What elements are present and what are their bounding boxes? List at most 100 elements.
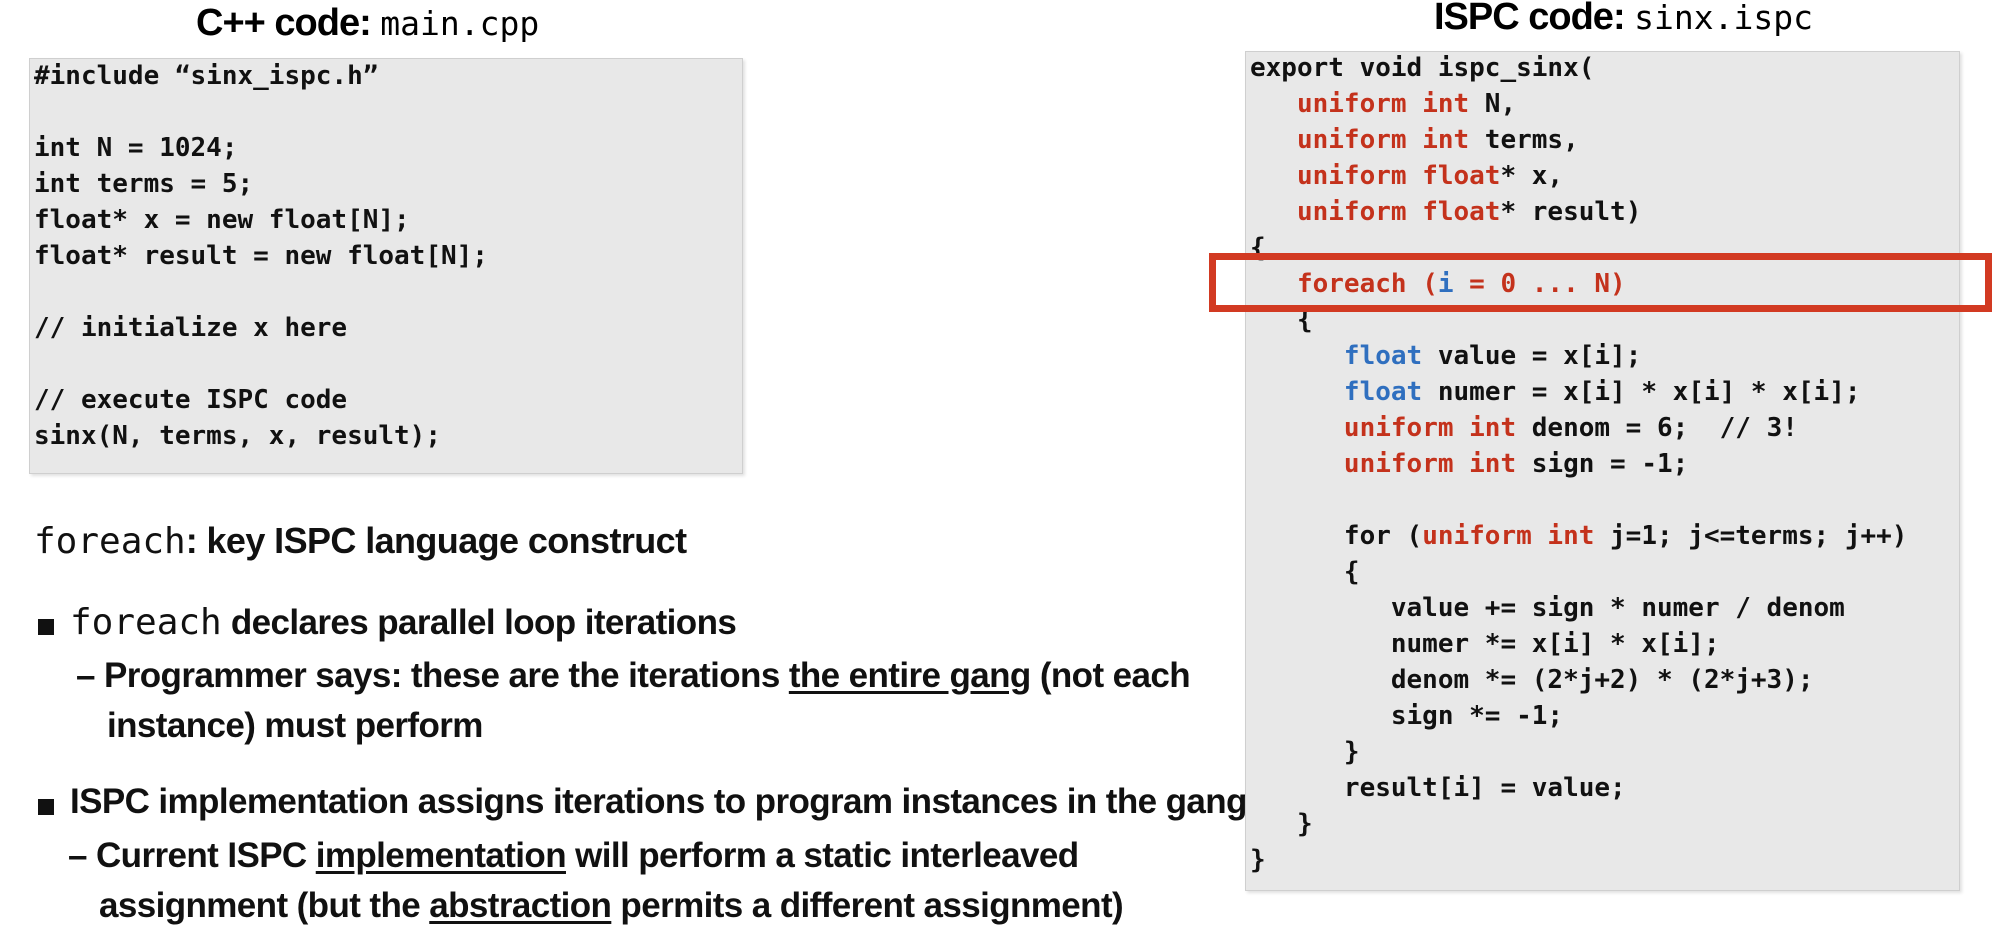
- ispc-code-token: {: [1250, 557, 1360, 587]
- ispc-code-keyword: uniform float: [1296, 161, 1501, 191]
- ispc-code-keyword: uniform int: [1422, 521, 1595, 551]
- ispc-code-token: sign = -1;: [1516, 449, 1689, 479]
- ispc-code-title-label: ISPC code:: [1434, 0, 1635, 38]
- ispc-code-token: [1250, 125, 1297, 155]
- foreach-highlight-box: [1209, 253, 1992, 312]
- ispc-code-token: * x,: [1500, 161, 1564, 191]
- cpp-code-block: #include “sinx_ispc.h”int N = 1024; int t…: [34, 58, 488, 454]
- ispc-code-keyword: uniform int: [1343, 449, 1517, 479]
- ispc-code-token: }: [1250, 845, 1266, 875]
- ispc-code-token: value += sign * numer / denom: [1250, 593, 1845, 623]
- ispc-code-keyword: uniform int: [1296, 89, 1470, 119]
- ispc-code-token: export void ispc_sinx(: [1250, 53, 1595, 83]
- ispc-code-token: [1250, 161, 1297, 191]
- ispc-code-keyword: float: [1343, 377, 1423, 407]
- ispc-code-token: [1250, 341, 1344, 371]
- ispc-code-line: uniform int N,: [1250, 86, 1907, 122]
- ispc-code-token: denom *= (2*j+2) * (2*j+3);: [1250, 665, 1814, 695]
- ispc-code-keyword: float: [1343, 341, 1423, 371]
- cpp-code-line: // initialize x here: [34, 313, 348, 343]
- cpp-code-line: [34, 346, 488, 382]
- cpp-code-line: [34, 94, 488, 130]
- ispc-code-line: }: [1250, 842, 1907, 878]
- bullet-2-sub-underlined-2: abstraction: [429, 886, 612, 925]
- ispc-code-line: numer *= x[i] * x[i];: [1250, 626, 1907, 662]
- ispc-code-token: [1250, 413, 1344, 443]
- ispc-code-block: export void ispc_sinx( uniform int N, un…: [1250, 50, 1907, 878]
- cpp-code-title: C++ code: main.cpp: [196, 2, 539, 45]
- ispc-code-line: foreach (i = 0 ... N): [1250, 266, 1907, 302]
- ispc-code-token: denom = 6; // 3!: [1516, 413, 1798, 443]
- ispc-code-keyword: uniform int: [1343, 413, 1517, 443]
- ispc-code-line: sign *= -1;: [1250, 698, 1907, 734]
- bullet-2-sub-text-b: will perform a static interleaved: [565, 836, 1079, 875]
- bullet-1-sub-line2: instance) must perform: [107, 706, 483, 745]
- ispc-code-line: denom *= (2*j+2) * (2*j+3);: [1250, 662, 1907, 698]
- bullet-square-1: [38, 619, 54, 635]
- ispc-code-token: {: [1250, 305, 1313, 335]
- bullet-square-2: [38, 799, 54, 815]
- cpp-code-panel: [29, 58, 743, 474]
- bullet-1-sub-underlined: the entire gang: [788, 656, 1031, 695]
- ispc-code-token: [1250, 449, 1344, 479]
- ispc-code-token: result[i] = value;: [1250, 773, 1626, 803]
- ispc-code-token: * result): [1500, 197, 1642, 227]
- ispc-code-token: [1250, 89, 1297, 119]
- ispc-code-token: sign *= -1;: [1250, 701, 1564, 731]
- ispc-code-line: uniform float* x,: [1250, 158, 1907, 194]
- ispc-code-panel: [1245, 51, 1960, 891]
- ispc-code-line: export void ispc_sinx(: [1250, 50, 1907, 86]
- bullet-1-sub-dash: –: [76, 656, 104, 695]
- ispc-code-line: result[i] = value;: [1250, 770, 1907, 806]
- bullet-2-sub-text-a: Current ISPC: [96, 836, 316, 875]
- bullet-1-sub-text-b: (not each: [1030, 656, 1191, 695]
- ispc-code-line: }: [1250, 734, 1907, 770]
- cpp-code-line: [34, 274, 488, 310]
- ispc-code-token: numer *= x[i] * x[i];: [1250, 629, 1720, 659]
- ispc-code-line: uniform int terms,: [1250, 122, 1907, 158]
- ispc-code-line: float value = x[i];: [1250, 338, 1907, 374]
- ispc-code-line: uniform int denom = 6; // 3!: [1250, 410, 1907, 446]
- cpp-code-line: int N = 1024;: [34, 133, 238, 163]
- foreach-heading: foreach: key ISPC language construct: [34, 520, 687, 562]
- cpp-code-line: // execute ISPC code: [34, 385, 348, 415]
- bullet-1: foreach declares parallel loop iteration…: [70, 602, 737, 643]
- cpp-code-line: sinx(N, terms, x, result);: [34, 421, 441, 451]
- cpp-code-line: float* result = new float[N];: [34, 241, 488, 271]
- ispc-code-token: terms,: [1469, 125, 1579, 155]
- ispc-code-title: ISPC code: sinx.ispc: [1434, 0, 1813, 39]
- bullet-2-sub-text-c: assignment (but the: [99, 886, 430, 925]
- cpp-code-title-label: C++ code:: [196, 2, 381, 44]
- ispc-code-token: }: [1250, 737, 1360, 767]
- ispc-code-line: [1250, 482, 1907, 518]
- ispc-code-line: uniform float* result): [1250, 194, 1907, 230]
- bullet-2-sub: – Current ISPC implementation will perfo…: [68, 836, 1079, 876]
- ispc-code-token: [1250, 377, 1344, 407]
- ispc-code-keyword: = 0 ... N): [1453, 269, 1626, 299]
- ispc-code-token: value = x[i];: [1422, 341, 1642, 371]
- cpp-code-line: float* x = new float[N];: [34, 205, 410, 235]
- bullet-2-sub-line2: assignment (but the abstraction permits …: [99, 886, 1124, 926]
- ispc-code-token: }: [1250, 809, 1313, 839]
- ispc-code-line: for (uniform int j=1; j<=terms; j++): [1250, 518, 1908, 554]
- cpp-code-line: int terms = 5;: [34, 169, 254, 199]
- ispc-code-line: uniform int sign = -1;: [1250, 446, 1907, 482]
- ispc-code-keyword: uniform float: [1296, 197, 1501, 227]
- ispc-code-line: {: [1250, 302, 1907, 338]
- ispc-code-keyword: foreach (: [1296, 269, 1438, 299]
- ispc-code-token: j=1; j<=terms; j++): [1594, 521, 1908, 551]
- cpp-code-line: #include “sinx_ispc.h”: [34, 61, 379, 91]
- bullet-2-sub-underlined-1: implementation: [315, 836, 567, 875]
- ispc-code-filename: sinx.ispc: [1634, 0, 1813, 37]
- bullet-2: ISPC implementation assigns iterations t…: [70, 782, 1247, 821]
- foreach-heading-keyword: foreach: [34, 521, 186, 562]
- bullet-2-sub-text-d: permits a different assignment): [611, 886, 1124, 925]
- ispc-code-token: numer = x[i] * x[i] * x[i];: [1422, 377, 1861, 407]
- ispc-code-line: {: [1250, 554, 1907, 590]
- bullet-1-text: declares parallel loop iterations: [221, 603, 737, 642]
- bullet-1-sub: – Programmer says: these are the iterati…: [76, 656, 1191, 696]
- ispc-code-line: }: [1250, 806, 1907, 842]
- ispc-code-token: [1250, 197, 1297, 227]
- ispc-code-token: N,: [1469, 89, 1517, 119]
- bullet-2-sub-dash: –: [68, 836, 96, 875]
